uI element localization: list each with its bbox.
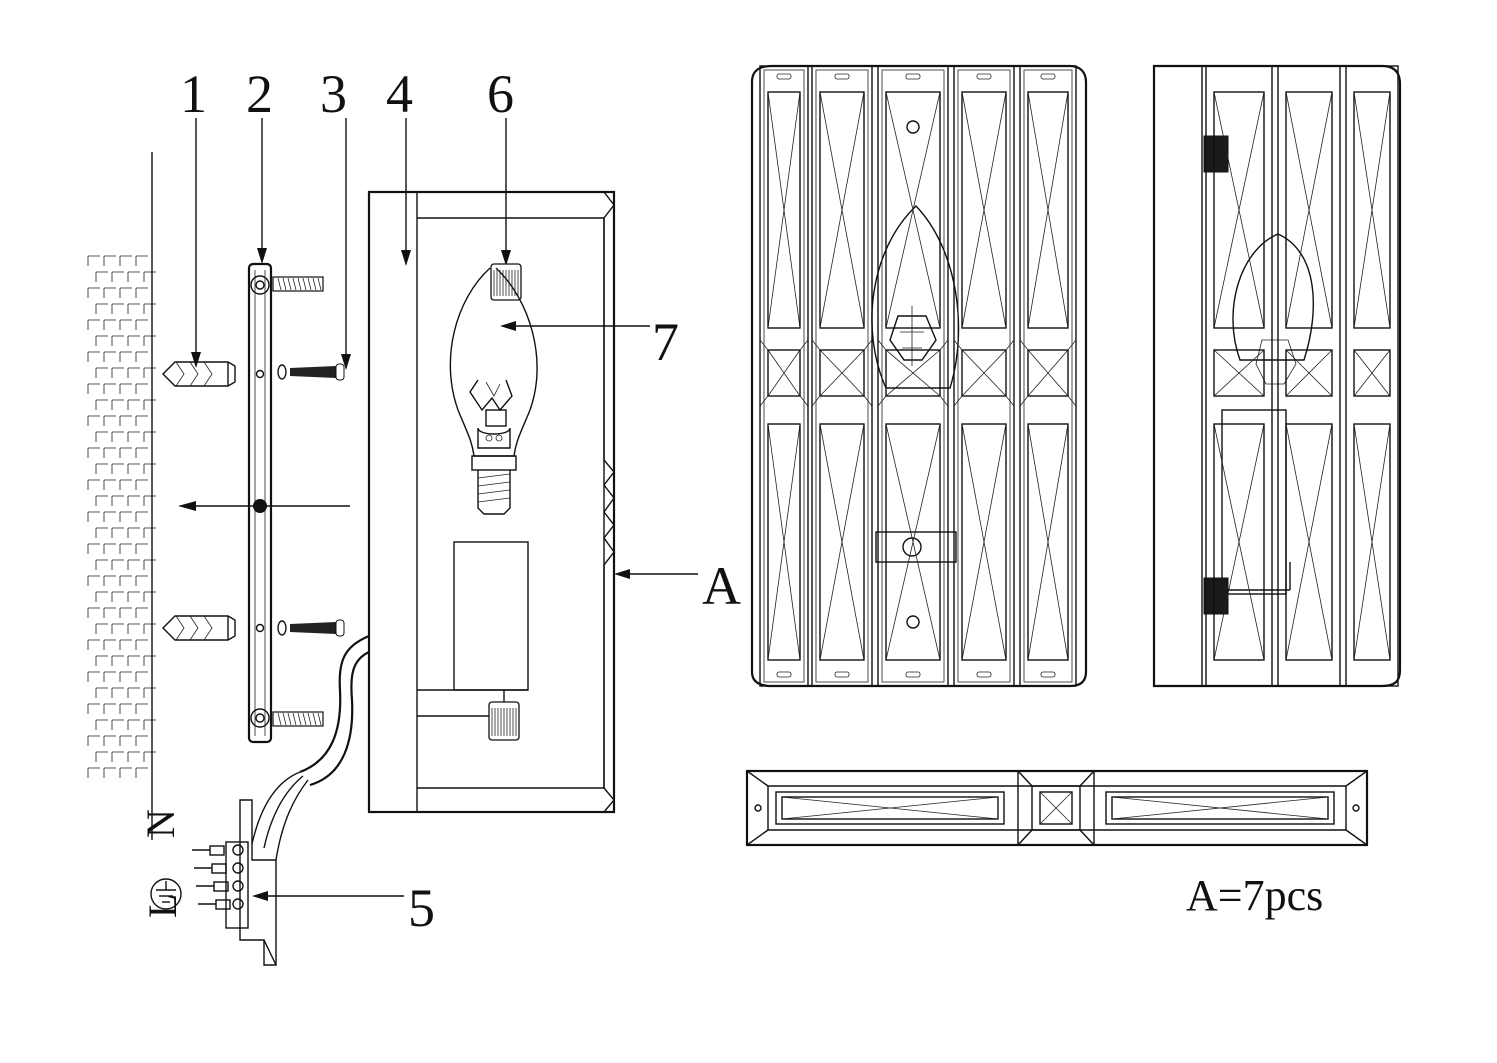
live-label: L [140, 894, 185, 918]
wall-plug-top [162, 361, 236, 387]
wall [87, 255, 156, 778]
callout-6: 6 [487, 64, 514, 266]
neutral-label: N [138, 809, 183, 838]
mounting-bracket [247, 262, 324, 744]
callout-label-3: 3 [320, 64, 347, 124]
callout-label-2: 2 [246, 64, 273, 124]
callout-label-5: 5 [408, 878, 435, 938]
callout-label-a: A [702, 556, 741, 616]
callout-label-7: 7 [652, 312, 679, 372]
callout-label-1: 1 [180, 64, 207, 124]
quantity-note: A=7pcs [1186, 871, 1323, 920]
power-cable [251, 634, 370, 861]
mounting-arrow [178, 501, 350, 511]
callout-1: 1 [180, 64, 207, 368]
screw-top [277, 363, 345, 381]
callout-5: 5 [252, 878, 435, 938]
wall-plug-bottom [162, 615, 236, 641]
callout-label-6: 6 [487, 64, 514, 124]
screw-bottom [277, 619, 345, 637]
front-view [750, 64, 1088, 688]
callout-2: 2 [246, 64, 273, 264]
callout-a: A [614, 556, 741, 616]
crystal-detail [745, 769, 1369, 847]
earth-ground-icon [150, 878, 182, 910]
callout-3: 3 [320, 64, 351, 370]
bulb [449, 267, 538, 515]
terminal-block [192, 799, 277, 966]
callout-7: 7 [500, 312, 679, 372]
callout-label-4: 4 [386, 64, 413, 124]
side-view [1152, 64, 1402, 688]
bulb-holder [490, 263, 522, 301]
wiring-symbols: N L [138, 809, 185, 918]
callout-4: 4 [386, 64, 413, 266]
lamp-body [367, 190, 616, 814]
